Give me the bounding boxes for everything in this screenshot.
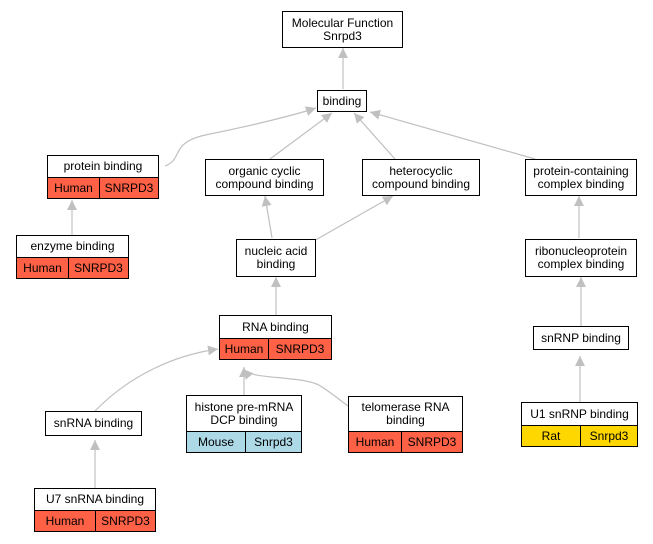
- node-u7-snrna-binding[interactable]: U7 snRNA binding Human SNRPD3: [34, 488, 156, 532]
- node-binding[interactable]: binding: [317, 90, 367, 112]
- node-u1-snrnp-binding[interactable]: U1 snRNP binding Rat Snrpd3: [521, 402, 638, 447]
- node-protein-containing-complex-binding[interactable]: protein-containing complex binding: [525, 159, 637, 196]
- node-enzyme-binding[interactable]: enzyme binding Human SNRPD3: [16, 235, 129, 279]
- species-cell: Human: [220, 339, 269, 359]
- annotation-row: Human SNRPD3: [48, 177, 158, 198]
- edge-protein-binding-to-binding: [164, 106, 317, 167]
- node-rna-binding[interactable]: RNA binding Human SNRPD3: [219, 315, 332, 360]
- species-cell: Human: [35, 511, 96, 531]
- node-title: RNA binding: [242, 319, 309, 334]
- edge-nucleic-acid-to-organic-cyclic: [261, 195, 273, 239]
- gene-cell: Snrpd3: [254, 435, 293, 449]
- gene-cell: SNRPD3: [275, 342, 325, 356]
- edge-organic-cyclic-to-binding: [269, 112, 333, 160]
- node-heterocyclic-compound-binding[interactable]: heterocyclic compound binding: [362, 159, 480, 196]
- gene-cell: SNRPD3: [407, 435, 457, 449]
- gene-cell: SNRPD3: [104, 181, 154, 195]
- node-snrna-binding[interactable]: snRNA binding: [45, 411, 142, 436]
- node-title: enzyme binding: [30, 239, 115, 253]
- annotation-row: Human SNRPD3: [220, 338, 331, 359]
- node-title: organic cyclic compound binding: [215, 163, 314, 191]
- node-organic-cyclic-compound-binding[interactable]: organic cyclic compound binding: [205, 159, 324, 196]
- node-snrnp-binding[interactable]: snRNP binding: [533, 326, 629, 350]
- gene-cell: Snrpd3: [589, 429, 629, 443]
- edge-telomerase-to-rna-binding: [242, 368, 349, 407]
- species-cell: Rat: [522, 426, 581, 446]
- annotation-row: Human SNRPD3: [17, 257, 128, 278]
- node-title: U7 snRNA binding: [45, 492, 145, 506]
- node-title: telomerase RNA binding: [361, 400, 450, 427]
- node-title: U1 snRNP binding: [530, 406, 629, 421]
- annotation-row: Human SNRPD3: [349, 431, 462, 452]
- edge-nucleic-acid-to-heterocyclic: [311, 195, 394, 243]
- species-cell: Human: [349, 432, 402, 452]
- node-title: binding: [322, 93, 362, 108]
- node-title: Molecular Function Snrpd3: [291, 15, 394, 43]
- gene-cell: SNRPD3: [101, 514, 150, 528]
- node-nucleic-acid-binding[interactable]: nucleic acid binding: [236, 239, 316, 277]
- species-cell: Mouse: [187, 432, 246, 452]
- species-cell: Human: [17, 258, 69, 278]
- node-molecular-function[interactable]: Molecular Function Snrpd3: [282, 11, 403, 48]
- edge-snrna-to-rna-binding: [94, 345, 219, 412]
- node-title: protein binding: [63, 159, 143, 173]
- node-histone-pre-mrna-dcp-binding[interactable]: histone pre-mRNA DCP binding Mouse Snrpd…: [186, 395, 302, 453]
- node-ribonucleoprotein-complex-binding[interactable]: ribonucleoprotein complex binding: [525, 239, 637, 277]
- node-title: snRNA binding: [53, 416, 134, 430]
- annotation-row: Rat Snrpd3: [522, 425, 637, 446]
- edge-heterocyclic-to-binding: [353, 112, 396, 160]
- node-title: ribonucleoprotein complex binding: [534, 244, 628, 271]
- edge-protein-containing-to-binding: [369, 109, 536, 160]
- node-telomerase-rna-binding[interactable]: telomerase RNA binding Human SNRPD3: [348, 396, 463, 453]
- gene-cell: SNRPD3: [74, 261, 123, 275]
- node-title: nucleic acid binding: [244, 244, 308, 271]
- annotation-row: Human SNRPD3: [35, 510, 155, 531]
- node-title: snRNP binding: [541, 330, 621, 345]
- node-title: heterocyclic compound binding: [371, 163, 471, 191]
- annotation-row: Mouse Snrpd3: [187, 431, 301, 452]
- node-title: protein-containing complex binding: [533, 163, 629, 191]
- species-cell: Human: [48, 178, 100, 198]
- node-title: histone pre-mRNA DCP binding: [194, 399, 294, 427]
- node-protein-binding[interactable]: protein binding Human SNRPD3: [47, 155, 159, 199]
